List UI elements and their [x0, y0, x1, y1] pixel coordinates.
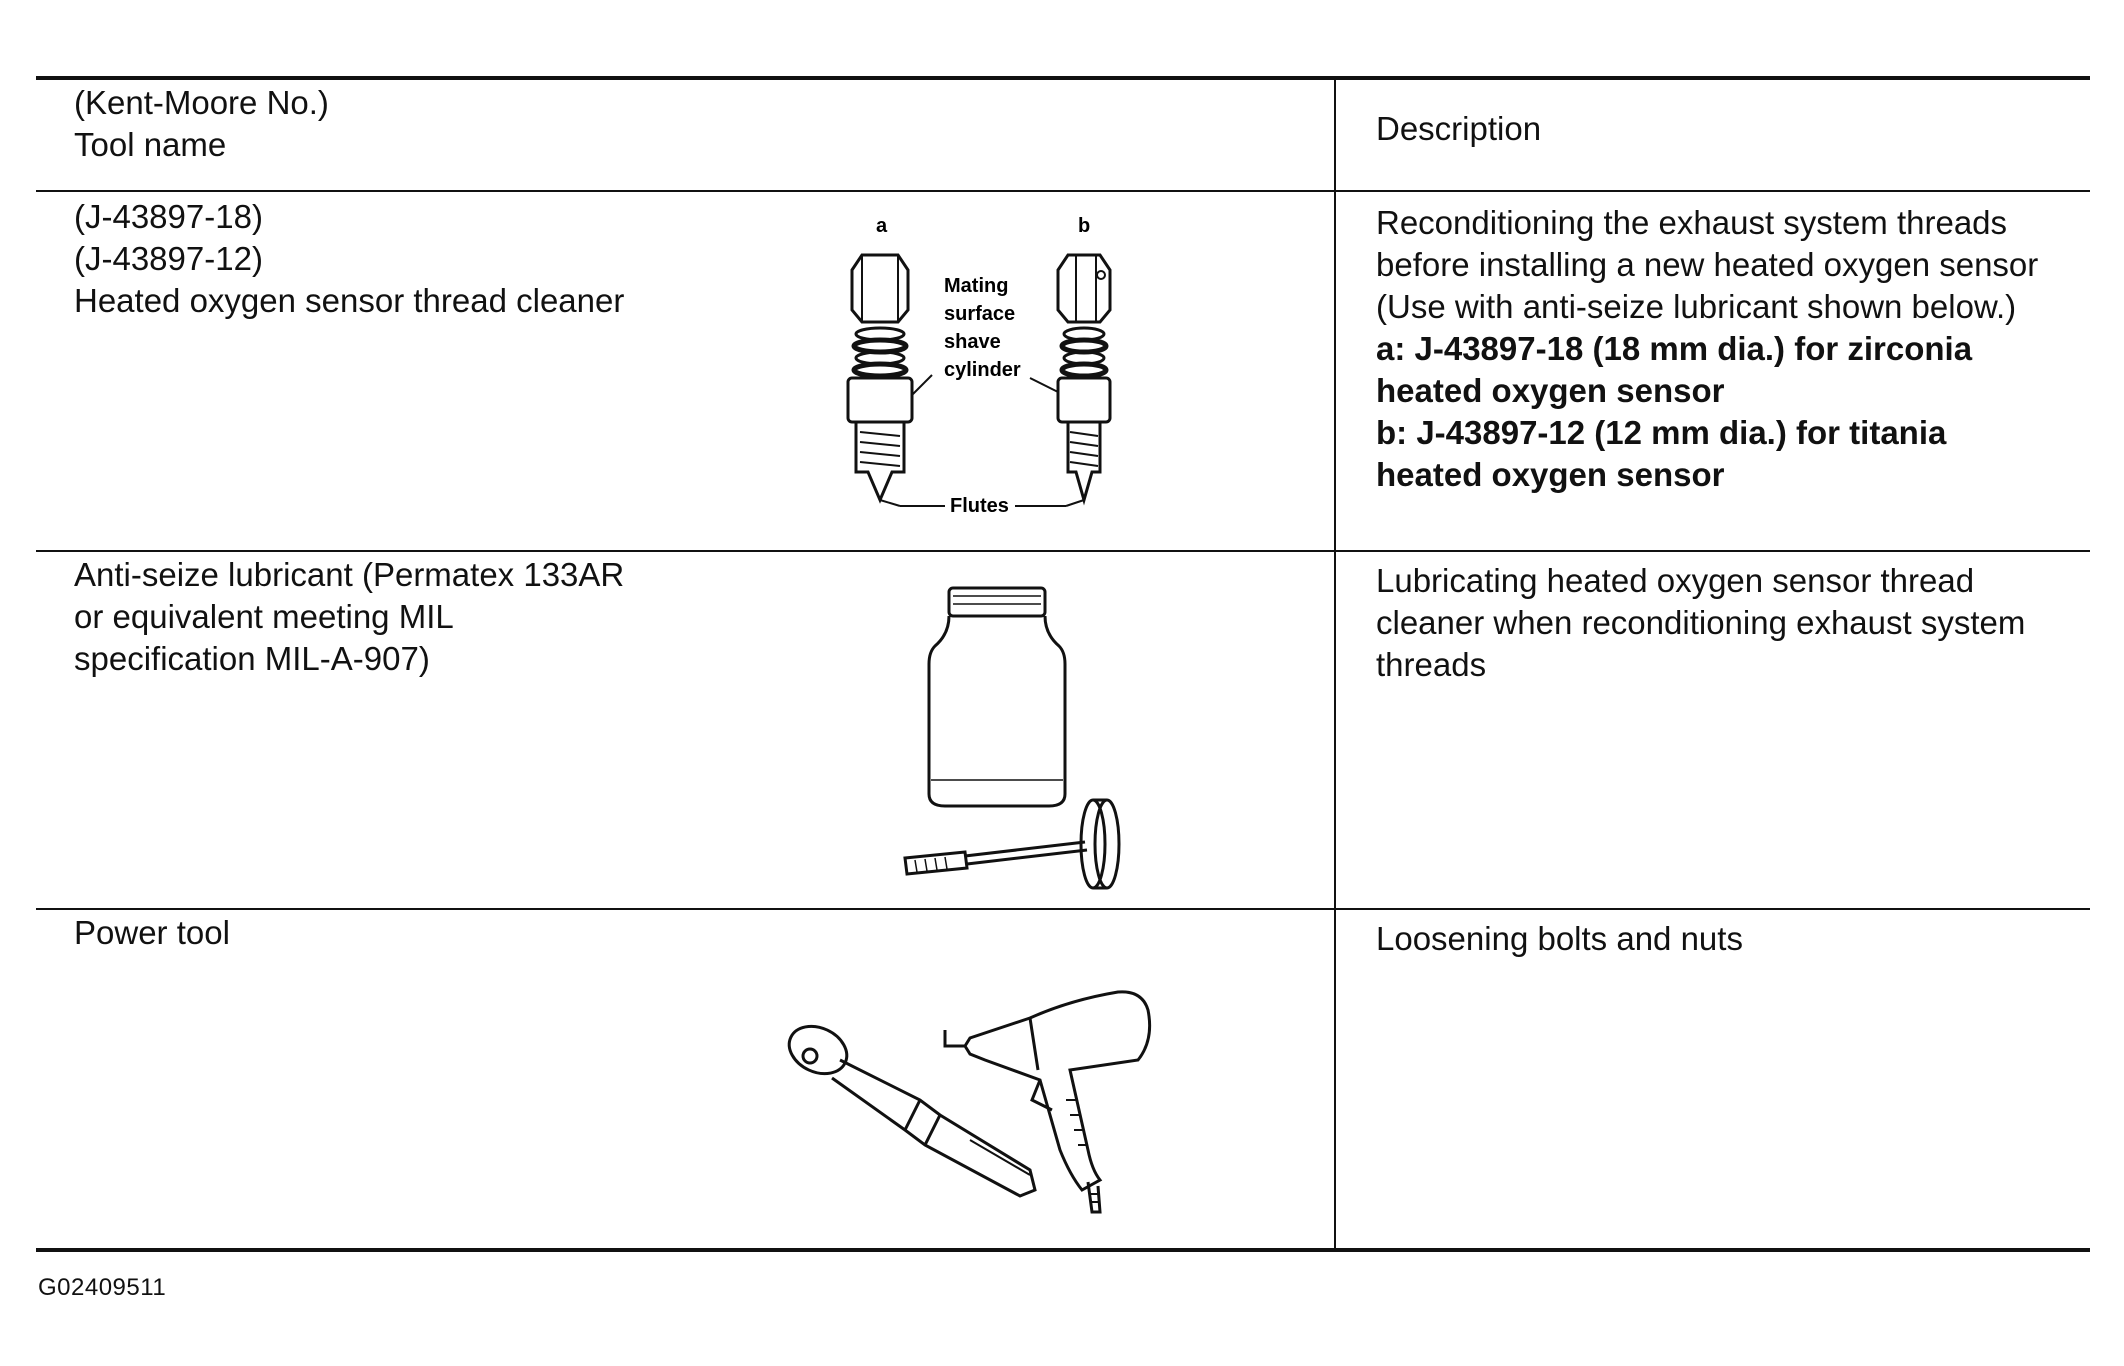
row2-bottom-rule	[36, 908, 2090, 910]
row1-desc-line2: before installing a new heated oxygen se…	[1376, 246, 2039, 283]
label-b: b	[1078, 215, 1090, 237]
power-tool-illustration	[787, 990, 1152, 1214]
header-tool-col-line1: (Kent-Moore No.)	[74, 84, 329, 121]
row1-bottom-rule	[36, 550, 2090, 552]
row1-tool-line2: (J-43897-12)	[74, 240, 263, 277]
row2-tool-line1: Anti-seize lubricant (Permatex 133AR	[74, 556, 625, 593]
row3-desc-line1: Loosening bolts and nuts	[1376, 920, 1743, 957]
row1-desc-line3: (Use with anti-seize lubricant shown bel…	[1376, 288, 2017, 325]
label-flutes: Flutes	[950, 495, 1009, 517]
figure-id: G02409511	[38, 1274, 167, 1301]
row2-desc-line1: Lubricating heated oxygen sensor thread	[1376, 562, 1975, 599]
row2-desc-line2: cleaner when reconditioning exhaust syst…	[1376, 604, 2026, 641]
header-bottom-rule	[36, 190, 2090, 192]
header-tool-col-line2: Tool name	[74, 126, 227, 163]
row1-desc-bold-line4: heated oxygen sensor	[1376, 456, 1725, 493]
row1-tool-line1: (J-43897-18)	[74, 198, 263, 235]
row1-desc-bold-line3: b: J-43897-12 (12 mm dia.) for titania	[1376, 414, 1947, 451]
label-shave: shave	[944, 331, 1001, 353]
row1-desc-bold-line1: a: J-43897-18 (18 mm dia.) for zirconia	[1376, 330, 1973, 367]
row2-tool-line2: or equivalent meeting MIL	[74, 598, 454, 635]
label-surface: surface	[944, 303, 1015, 325]
row2-desc-line3: threads	[1376, 646, 1487, 683]
column-divider	[1334, 78, 1336, 1250]
row1-desc-line1: Reconditioning the exhaust system thread…	[1376, 204, 2008, 241]
header-description: Description	[1376, 110, 1542, 147]
table-bottom-rule	[36, 1248, 2090, 1252]
table-top-rule	[36, 76, 2090, 80]
thread-cleaner-illustration: a b Mating surface shave cylinder Flutes	[846, 215, 1112, 517]
row1-desc-bold-line2: heated oxygen sensor	[1376, 372, 1725, 409]
row2-tool-line3: specification MIL-A-907)	[74, 640, 430, 677]
label-mating: Mating	[944, 275, 1008, 297]
row3-tool-line1: Power tool	[74, 914, 230, 951]
label-cylinder: cylinder	[944, 359, 1021, 381]
label-a: a	[876, 215, 888, 237]
row1-tool-line3: Heated oxygen sensor thread cleaner	[74, 282, 625, 319]
lubricant-jar-illustration	[903, 586, 1121, 890]
